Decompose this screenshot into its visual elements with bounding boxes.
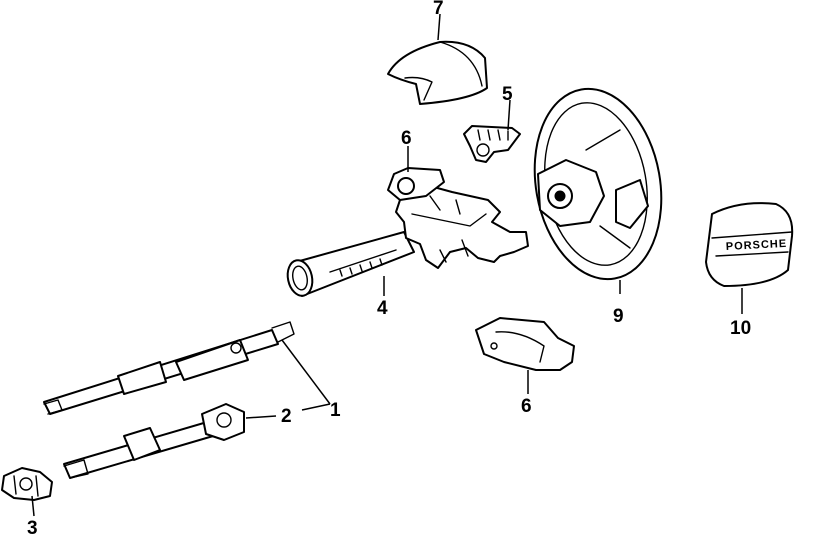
callout-3: 3 (27, 518, 38, 538)
steering-wheel (533, 87, 663, 281)
callout-9: 9 (613, 306, 624, 327)
upper-shroud-cover (387, 40, 488, 105)
lower-intermediate-shaft (63, 403, 245, 479)
callout-7: 7 (433, 0, 444, 19)
upper-intermediate-shaft (43, 321, 295, 415)
callout-1: 1 (330, 400, 341, 421)
callout-6-upper: 6 (401, 128, 412, 149)
callout-6-lower: 6 (521, 396, 532, 417)
lower-shroud (475, 317, 575, 371)
leader-lines (31, 13, 743, 517)
callout-5: 5 (502, 84, 513, 105)
airbag-module: PORSCHE (705, 202, 794, 287)
steering-column-assembly (286, 167, 529, 297)
callout-2: 2 (281, 406, 292, 427)
callout-4: 4 (377, 298, 388, 319)
switch-bracket (463, 125, 521, 163)
universal-joint (1, 467, 53, 501)
airbag-brand-label: PORSCHE (726, 238, 788, 253)
callout-10: 10 (730, 318, 751, 339)
